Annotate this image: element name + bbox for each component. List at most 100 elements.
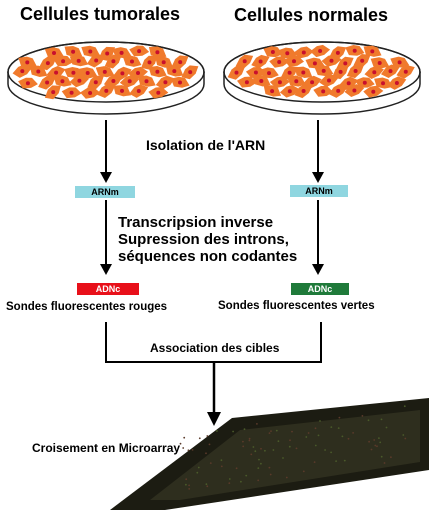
microarray-spot	[256, 423, 258, 425]
microarray-spot	[245, 474, 248, 477]
cell-nucleus	[69, 90, 74, 95]
microarray-spot	[191, 449, 194, 451]
microarray-spot	[268, 466, 271, 469]
microarray-spot	[254, 450, 257, 453]
right-cdna-label: ADNc	[307, 284, 333, 294]
cell-nucleus	[188, 70, 193, 75]
cell-nucleus	[144, 79, 149, 84]
microarray-spot	[380, 418, 383, 421]
cell-nucleus	[136, 89, 141, 93]
cell-nucleus	[77, 78, 82, 83]
microarray-spot	[337, 427, 340, 429]
microarray-spot	[383, 462, 386, 464]
microarray-spot	[240, 480, 242, 483]
microarray-spot	[403, 405, 406, 408]
cell-nucleus	[94, 58, 99, 63]
microarray-spot	[242, 445, 245, 448]
step-transcription-line-1: Transcripsion inverse	[118, 214, 274, 231]
microarray-spot	[352, 432, 354, 434]
microarray-spot	[385, 426, 388, 429]
microarray-spot	[368, 440, 370, 443]
microarray-spot	[188, 484, 191, 487]
cell-nucleus	[287, 89, 292, 94]
left-cell-layer	[12, 45, 199, 100]
microarray-spot	[282, 457, 284, 459]
cell-nucleus	[147, 60, 152, 65]
cell-nucleus	[338, 69, 343, 74]
microarray-spot	[343, 459, 346, 462]
cell-nucleus	[312, 61, 317, 66]
step-transcription: Transcripsion inverse Supression des int…	[118, 214, 297, 265]
step-isolation: Isolation de l'ARN	[146, 137, 266, 153]
cell-nucleus	[388, 69, 393, 74]
left-arrowhead-1	[100, 172, 112, 183]
microarray-spot	[272, 449, 275, 451]
microarray-spot	[250, 453, 253, 456]
microarray-spot	[269, 473, 272, 476]
cell-nucleus	[253, 70, 258, 75]
cell-nucleus	[352, 88, 357, 93]
microarray-spot	[335, 460, 337, 462]
cell-nucleus	[102, 69, 107, 74]
microarray-spot	[378, 437, 380, 439]
cell-nucleus	[25, 60, 30, 65]
microarray-spot	[252, 446, 255, 448]
microarray-spot	[338, 416, 341, 419]
cell-nucleus	[36, 69, 41, 74]
right-arrowhead-2	[312, 264, 324, 275]
cell-nucleus	[318, 49, 323, 53]
right-title: Cellules normales	[234, 5, 389, 25]
microarray-spot	[319, 420, 321, 422]
cell-nucleus	[287, 70, 292, 75]
cell-nucleus	[25, 81, 30, 86]
microarray-spot	[216, 430, 218, 432]
microarray-spot	[268, 432, 271, 434]
left-petri-dish	[7, 41, 205, 115]
cell-nucleus	[161, 60, 166, 65]
cell-nucleus	[93, 80, 98, 85]
cell-nucleus	[343, 61, 348, 66]
cell-nucleus	[52, 51, 56, 55]
microarray-spot	[260, 447, 262, 450]
microarray-spot	[257, 479, 260, 482]
cell-nucleus	[381, 81, 385, 86]
cell-nucleus	[242, 59, 247, 64]
cell-nucleus	[301, 50, 306, 55]
microarray-spot	[370, 448, 373, 451]
microarray-spot	[185, 483, 187, 486]
right-cdna-tag: ADNc	[291, 283, 349, 295]
microarray-spot	[285, 476, 288, 479]
step-transcription-line-3: séquences non codantes	[118, 248, 298, 265]
cell-nucleus	[45, 61, 50, 66]
microarray-spot	[317, 434, 320, 437]
cell-nucleus	[127, 79, 132, 84]
microarray-spots	[179, 405, 407, 490]
right-probe-label: Sondes fluorescentes vertes	[218, 300, 375, 312]
microarray-spot	[289, 439, 291, 442]
cell-nucleus	[88, 91, 93, 95]
microarray-spot	[373, 439, 376, 441]
cell-nucleus	[61, 59, 66, 64]
microarray-spot	[232, 430, 235, 433]
right-mrna-tag: ARNm	[290, 185, 348, 197]
cell-nucleus	[71, 70, 76, 75]
cell-nucleus	[294, 79, 299, 84]
cell-nucleus	[370, 49, 375, 54]
microarray-spot	[228, 478, 231, 480]
microarray-slide	[110, 398, 429, 510]
cell-nucleus	[270, 89, 275, 94]
microarray-spot	[208, 443, 211, 446]
cell-nucleus	[285, 51, 290, 56]
cell-nucleus	[111, 79, 116, 83]
cell-nucleus	[54, 70, 59, 75]
cell-nucleus	[172, 69, 177, 74]
left-title: Cellules tumorales	[20, 4, 181, 24]
cell-nucleus	[394, 81, 399, 85]
cell-nucleus	[130, 59, 134, 64]
cell-nucleus	[403, 69, 408, 74]
cell-nucleus	[234, 70, 239, 75]
cell-nucleus	[360, 58, 365, 63]
cell-nucleus	[258, 59, 263, 64]
cell-nucleus	[270, 50, 275, 54]
